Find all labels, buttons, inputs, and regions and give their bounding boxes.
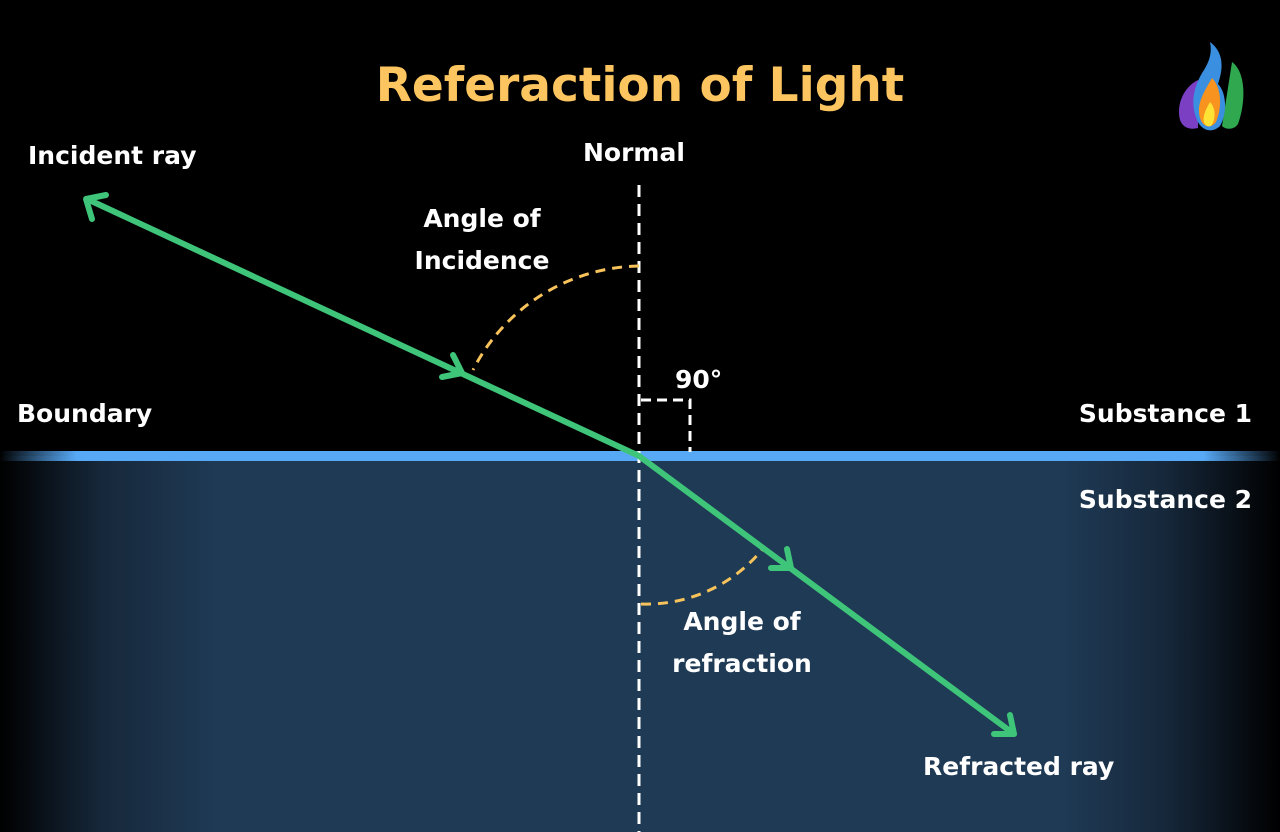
boundary-label: Boundary [17, 399, 153, 428]
refracted-ray-label: Refracted ray [923, 752, 1115, 781]
substance-2-label: Substance 2 [1078, 485, 1252, 514]
right-angle-marker [641, 398, 692, 452]
angle-of-refraction-line-2: refraction [672, 649, 812, 678]
flame-logo-icon [1178, 42, 1244, 131]
angle-of-incidence-arc [471, 264, 640, 371]
right-angle-label: 90° [675, 365, 723, 394]
angle-of-incidence-label: Angle of Incidence [402, 198, 562, 282]
substance-1-label: Substance 1 [1078, 399, 1252, 428]
angle-of-refraction-line-1: Angle of [683, 607, 801, 636]
refracted-ray [636, 453, 1017, 737]
refracted-ray-direction-arrow-icon [768, 546, 794, 571]
angle-of-incidence-line-1: Angle of [423, 204, 541, 233]
incident-ray-end-arrow-icon [83, 192, 109, 222]
incident-ray [84, 196, 642, 459]
incident-ray-label: Incident ray [28, 141, 197, 170]
refracted-ray-end-arrow-icon [991, 712, 1017, 737]
angle-of-incidence-line-2: Incidence [414, 246, 550, 275]
page-title: Referaction of Light [375, 58, 905, 113]
normal-label: Normal [583, 138, 685, 167]
angle-of-refraction-label: Angle of refraction [660, 601, 824, 685]
angle-of-refraction-arc [640, 545, 767, 606]
incident-ray-direction-arrow-icon [439, 352, 465, 380]
